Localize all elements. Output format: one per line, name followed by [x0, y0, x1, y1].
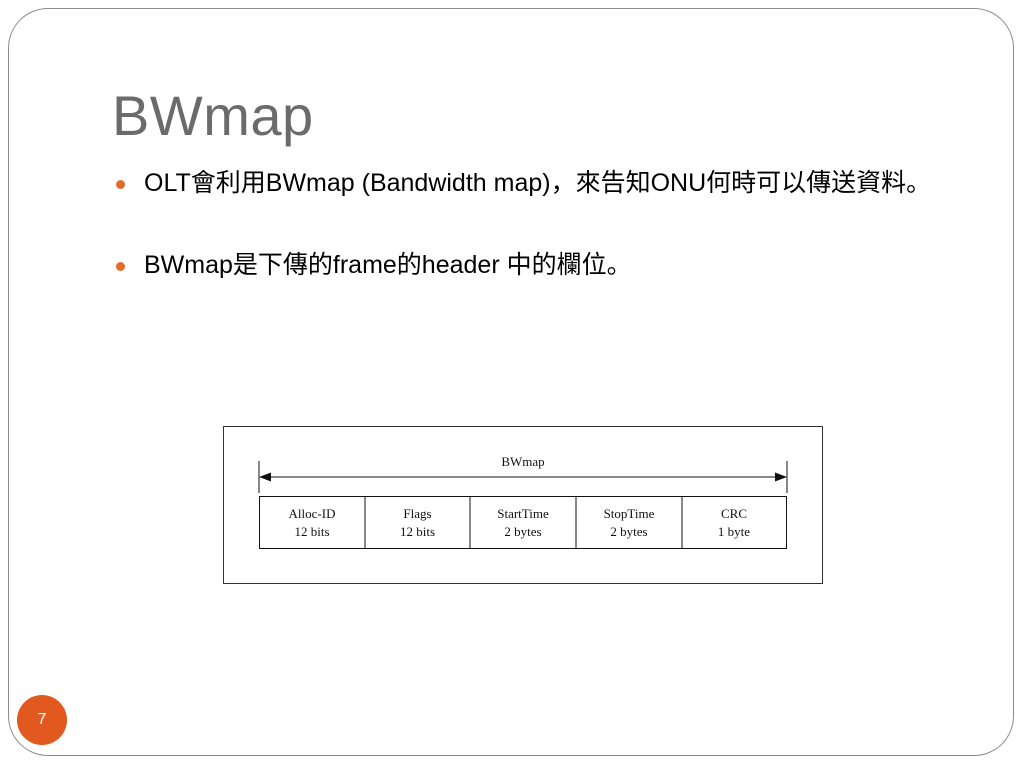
field-name: Alloc-ID	[289, 506, 336, 521]
bullet-text: BWmap是下傳的frame的header 中的欄位。	[144, 251, 632, 279]
field-size: 2 bytes	[610, 524, 647, 539]
span-label: BWmap	[501, 454, 544, 469]
bullet-dot-icon	[116, 262, 125, 271]
bullet-dot-icon	[116, 180, 125, 189]
fields-box	[259, 496, 787, 549]
span-arrow-right-icon	[775, 472, 787, 482]
slide-frame	[8, 8, 1014, 756]
bullet-item: OLT會利用BWmap (Bandwidth map)，來告知ONU何時可以傳送…	[116, 166, 974, 200]
bullet-list: OLT會利用BWmap (Bandwidth map)，來告知ONU何時可以傳送…	[116, 166, 974, 282]
diagram-border	[223, 426, 823, 584]
bwmap-diagram: BWmap Alloc-ID 12 bits Flags 12 bits Sta…	[223, 426, 823, 590]
bwmap-diagram-svg: BWmap Alloc-ID 12 bits Flags 12 bits Sta…	[223, 426, 823, 584]
field-size: 1 byte	[718, 524, 750, 539]
field-name: StopTime	[604, 506, 655, 521]
bullet-item: BWmap是下傳的frame的header 中的欄位。	[116, 248, 974, 282]
span-arrow-left-icon	[259, 472, 271, 482]
bullet-text: OLT會利用BWmap (Bandwidth map)，來告知ONU何時可以傳送…	[144, 169, 932, 197]
field-name: StartTime	[497, 506, 549, 521]
field-size: 12 bits	[294, 524, 329, 539]
page-number-badge: 7	[17, 695, 67, 745]
field-size: 12 bits	[400, 524, 435, 539]
page-number: 7	[37, 711, 47, 728]
slide-title: BWmap	[112, 84, 314, 147]
field-name: CRC	[721, 506, 747, 521]
field-name: Flags	[403, 506, 431, 521]
field-size: 2 bytes	[504, 524, 541, 539]
